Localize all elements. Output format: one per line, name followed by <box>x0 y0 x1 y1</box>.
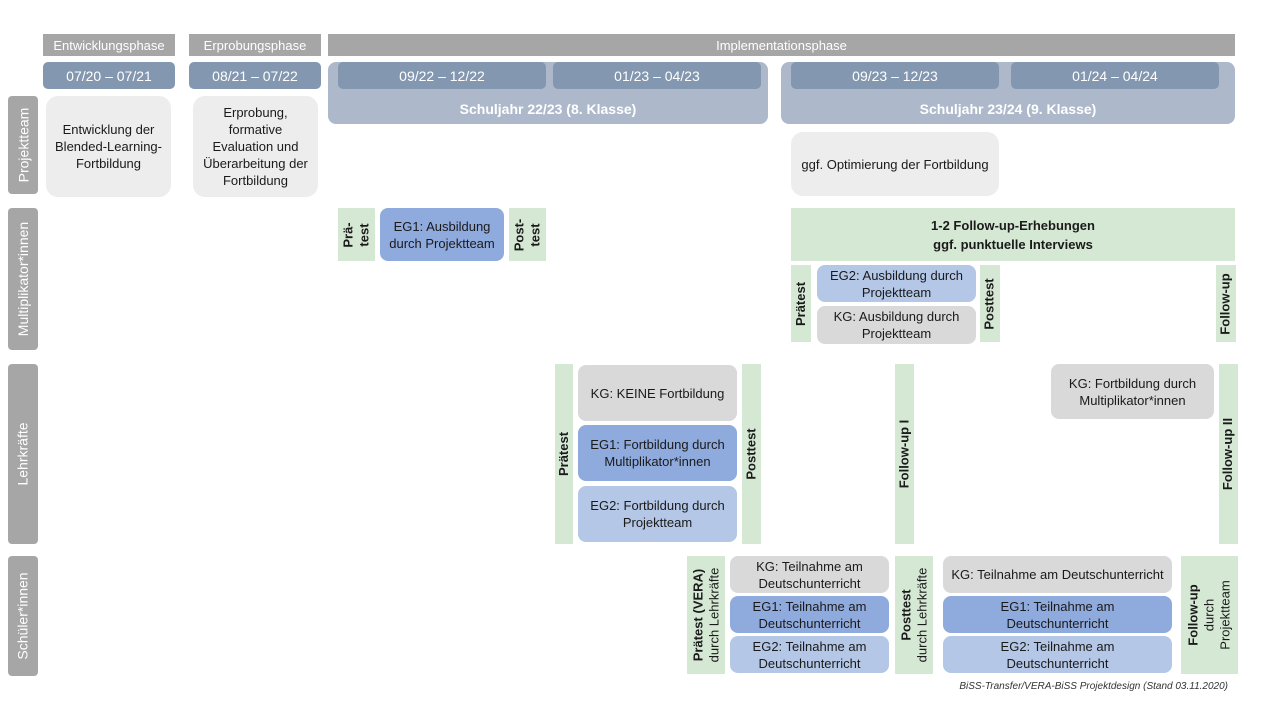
phase-implementation: Implementationsphase <box>328 34 1235 56</box>
multiplikator-posttest-1: Post-test <box>509 208 546 261</box>
schueler-eg1-1: EG1: Teilnahme am Deutschunterricht <box>730 596 889 633</box>
projektteam-optimierung: ggf. Optimierung der Fortbildung <box>791 132 999 196</box>
projektteam-entwicklung: Entwicklung der Blended-Learning-Fortbil… <box>46 96 171 197</box>
date-09-23: 09/23 – 12/23 <box>791 62 999 89</box>
multiplikator-eg1: EG1: Ausbildung durch Projektteam <box>380 208 504 261</box>
row-label-lehrkraefte: Lehrkräfte <box>8 364 38 544</box>
multiplikator-followup: Follow-up <box>1216 265 1236 342</box>
schoolyear-label-1: Schuljahr 22/23 (8. Klasse) <box>459 101 637 117</box>
lehrkraefte-praetest: Prätest <box>555 364 573 544</box>
multiplikator-praetest-1: Prä-test <box>338 208 375 261</box>
schueler-eg2-1: EG2: Teilnahme am Deutschunterricht <box>730 636 889 673</box>
phase-entwicklung: Entwicklungsphase <box>43 34 175 56</box>
multiplikator-eg2: EG2: Ausbildung durch Projektteam <box>817 265 976 302</box>
lehrkraefte-followup-2: Follow-up II <box>1219 364 1238 544</box>
schueler-eg1-2: EG1: Teilnahme am Deutschunterricht <box>943 596 1172 633</box>
multiplikator-praetest-2: Prätest <box>791 265 811 342</box>
row-label-schueler: Schüler*innen <box>8 556 38 676</box>
lehrkraefte-posttest: Posttest <box>742 364 761 544</box>
date-08-21: 08/21 – 07/22 <box>189 62 321 89</box>
lehrkraefte-kg-2: KG: Fortbildung durch Multiplikator*inne… <box>1051 364 1214 419</box>
row-label-multiplikator: Multiplikator*innen <box>8 208 38 350</box>
footer-caption: BiSS-Transfer/VERA-BiSS Projektdesign (S… <box>959 681 1228 692</box>
schueler-kg-2: KG: Teilnahme am Deutschunterricht <box>943 556 1172 593</box>
lehrkraefte-kg: KG: KEINE Fortbildung <box>578 365 737 421</box>
phase-erprobung: Erprobungsphase <box>189 34 321 56</box>
date-01-24: 01/24 – 04/24 <box>1011 62 1219 89</box>
date-01-23: 01/23 – 04/23 <box>553 62 761 89</box>
multiplikator-kg: KG: Ausbildung durch Projektteam <box>817 306 976 344</box>
lehrkraefte-followup-1: Follow-up I <box>895 364 914 544</box>
schueler-kg-1: KG: Teilnahme am Deutschunterricht <box>730 556 889 593</box>
lehrkraefte-eg1: EG1: Fortbildung durch Multiplikator*inn… <box>578 425 737 481</box>
row-label-projektteam: Projektteam <box>8 96 38 194</box>
schueler-praetest: Prätest (VERA)durch Lehrkräfte <box>687 556 725 674</box>
multiplikator-followup-erhebungen: 1-2 Follow-up-Erhebungen ggf. punktuelle… <box>791 208 1235 261</box>
multiplikator-posttest-2: Posttest <box>980 265 1000 342</box>
schueler-eg2-2: EG2: Teilnahme am Deutschunterricht <box>943 636 1172 673</box>
date-07-20: 07/20 – 07/21 <box>43 62 175 89</box>
date-09-22: 09/22 – 12/22 <box>338 62 546 89</box>
schoolyear-label-2: Schuljahr 23/24 (9. Klasse) <box>919 101 1097 117</box>
projektteam-erprobung: Erprobung, formative Evaluation und Über… <box>193 96 318 197</box>
lehrkraefte-eg2: EG2: Fortbildung durch Projektteam <box>578 486 737 542</box>
